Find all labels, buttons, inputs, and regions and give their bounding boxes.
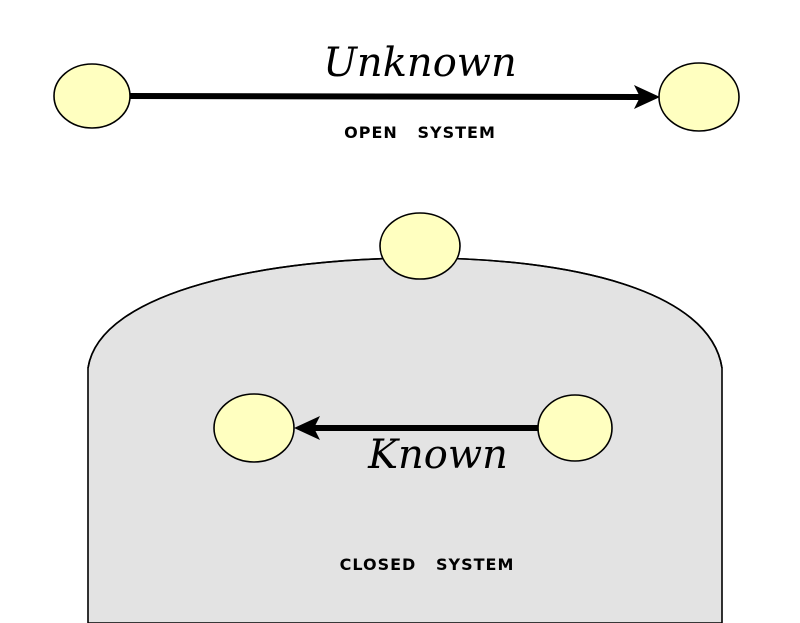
open-system: Unknown OPEN SYSTEM: [53, 40, 740, 142]
closed-system: Known CLOSED SYSTEM: [213, 212, 613, 574]
open-system-source-node: [53, 63, 131, 129]
closed-system-arrow-label: Known: [367, 432, 508, 478]
open-system-arrow-label: Unknown: [323, 40, 517, 86]
closed-system-boundary-node: [379, 212, 461, 280]
open-system-arrowhead: [634, 85, 660, 109]
open-system-target-node: [658, 62, 740, 132]
closed-system-target-node: [213, 393, 295, 463]
closed-system-caption: CLOSED SYSTEM: [340, 555, 515, 574]
open-system-arrow: [127, 93, 641, 100]
closed-system-arrowhead: [294, 416, 320, 440]
open-system-caption: OPEN SYSTEM: [344, 123, 496, 142]
closed-system-source-node: [537, 394, 613, 462]
